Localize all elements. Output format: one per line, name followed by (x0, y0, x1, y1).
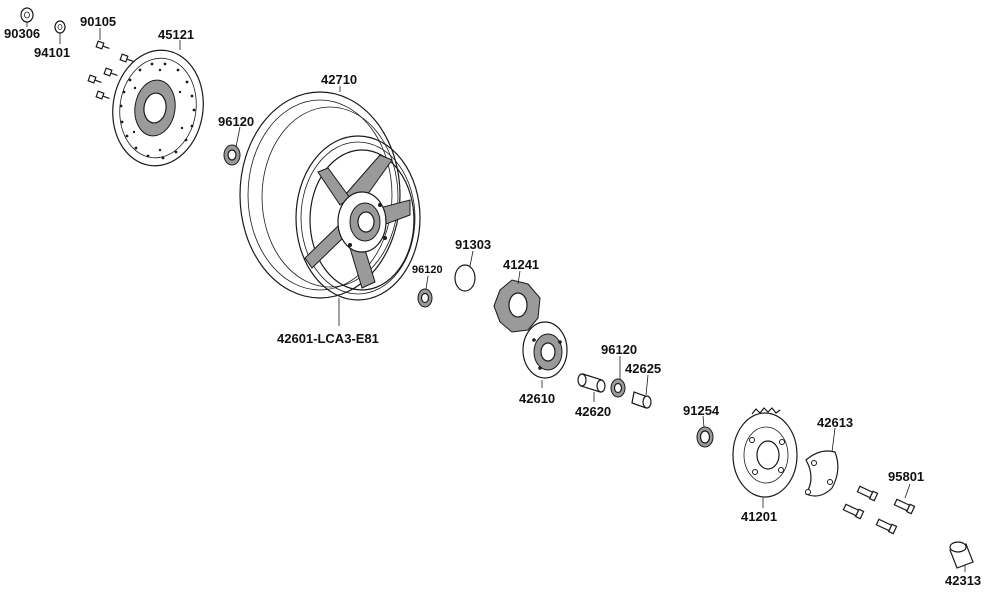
bolts-90105 (87, 40, 134, 100)
lock-plate-42613 (805, 450, 839, 497)
label-42613: 42613 (817, 415, 854, 430)
collar-42620 (577, 373, 606, 393)
label-41201: 41201 (741, 509, 778, 524)
bearing-96120-upper (223, 144, 241, 166)
o-ring-91303 (454, 264, 476, 292)
brake-disc-45121 (112, 49, 204, 167)
label-94101: 94101 (34, 45, 71, 60)
sprocket-41201 (732, 407, 798, 498)
collar-42313 (949, 541, 974, 569)
label-42620: 42620 (575, 404, 612, 419)
label-95801: 95801 (888, 469, 925, 484)
nut-90306 (20, 7, 34, 23)
label-42601-LCA3-E81: 42601-LCA3-E81 (277, 331, 379, 346)
label-96120-lower: 96120 (601, 342, 638, 357)
bearing-96120-lower (610, 378, 626, 398)
label-90306: 90306 (4, 26, 41, 41)
collar-42625 (631, 391, 652, 409)
label-42710: 42710 (321, 72, 358, 87)
label-42610: 42610 (519, 391, 556, 406)
label-42625: 42625 (625, 361, 662, 376)
bolts-95801 (842, 485, 916, 535)
label-96120-middle: 96120 (412, 264, 443, 276)
wheel-assembly (239, 91, 421, 301)
label-91254: 91254 (683, 403, 720, 418)
label-91303: 91303 (455, 237, 492, 252)
label-41241: 41241 (503, 257, 540, 272)
washer-94101 (54, 20, 66, 34)
oil-seal-91254 (696, 426, 714, 448)
label-96120-upper: 96120 (218, 114, 255, 129)
label-45121: 45121 (158, 27, 195, 42)
damper-41241 (493, 279, 541, 333)
bearing-96120-middle (417, 288, 433, 308)
label-90105: 90105 (80, 14, 117, 29)
leader-lines (26, 22, 966, 572)
sprocket-hub-42610 (522, 321, 568, 379)
label-42313: 42313 (945, 573, 982, 588)
